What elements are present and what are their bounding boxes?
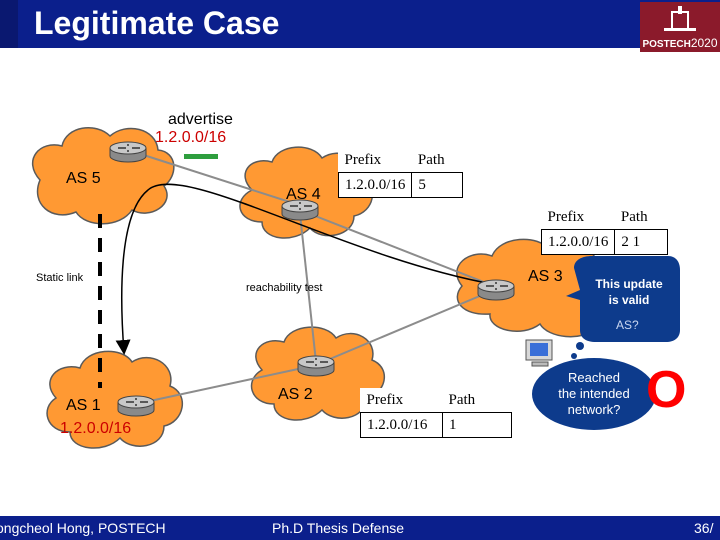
column-header-prefix: Prefix (547, 208, 585, 225)
as1-label: AS 1 (66, 397, 101, 414)
reached-line1: Reached (567, 370, 621, 385)
table-cell-path: 1 (442, 412, 512, 438)
update-valid-text: This update is valid (584, 276, 674, 308)
reached-line3: network? (567, 402, 621, 417)
footer-event: Ph.D Thesis Defense (272, 520, 405, 536)
title-bar (0, 0, 720, 48)
table-header-row: Prefix Path (361, 388, 512, 413)
thought-dot (576, 342, 584, 350)
advertise-label: advertise (168, 111, 233, 128)
host-computer-icon (525, 339, 553, 367)
link-as2-as1 (135, 365, 313, 405)
as2-routing-table: Prefix Path 1.2.0.0/16 1 (360, 388, 512, 438)
cloud-residual-text: AS? (616, 318, 639, 332)
column-header-prefix: Prefix (366, 391, 404, 408)
footer-bar: ongcheol Hong, POSTECH Ph.D Thesis Defen… (0, 516, 720, 540)
table-row: 1.2.0.0/16 5 (337, 172, 464, 198)
verdict-mark: O (646, 361, 687, 419)
as2-label: AS 2 (278, 386, 313, 403)
as1-prefix: 1.2.0.0/16 (60, 420, 132, 437)
table-cell-prefix: 1.2.0.0/16 (360, 412, 443, 438)
as2-router-icon (297, 355, 335, 377)
title-accent (0, 0, 18, 48)
update-valid-callout (566, 256, 680, 342)
table-cell-prefix: 1.2.0.0/16 (337, 172, 413, 198)
table-cell-path: 5 (411, 172, 464, 198)
link-as2-as3 (317, 289, 495, 365)
slide-title: Legitimate Case (34, 5, 280, 41)
reached-text: Reached the intended network? (544, 370, 644, 418)
as4-label: AS 4 (286, 186, 321, 203)
as5-router-icon (109, 141, 147, 163)
advertise-marker (184, 154, 218, 159)
footer-author: ongcheol Hong, POSTECH (0, 520, 166, 536)
logo-emblem-icon (664, 6, 696, 31)
column-header-prefix: Prefix (344, 151, 382, 168)
table-header-row: Prefix Path (339, 148, 463, 173)
as3-routing-table: Prefix Path 1.2.0.0/16 2 1 (540, 205, 669, 255)
table-cell-path: 2 1 (614, 229, 669, 255)
logo-year: 2020 (690, 36, 718, 50)
reachability-test-label: reachability test (246, 282, 323, 294)
column-header-path: Path (417, 151, 445, 168)
update-valid-line1: This update (595, 277, 663, 291)
link-as5-as4 (127, 149, 297, 205)
as5-cloud (32, 127, 175, 225)
logo-text: POSTECH (642, 39, 691, 50)
reached-line2: the intended (558, 386, 630, 401)
as3-router-icon (477, 279, 515, 301)
link-as4-as3 (299, 209, 495, 287)
link-as4-as2 (299, 213, 317, 363)
footer-page-number: 36/ (694, 520, 714, 536)
column-header-path: Path (620, 208, 648, 225)
static-link-label: Static link (36, 272, 84, 284)
reached-bubble (532, 358, 656, 430)
reachability-test-arrow (115, 183, 493, 355)
as1-cloud (46, 350, 184, 449)
as1-router-icon (117, 395, 155, 417)
table-header-row: Prefix Path (542, 205, 668, 230)
update-valid-line2: is valid (608, 293, 650, 307)
table-row: 1.2.0.0/16 1 (360, 412, 512, 438)
as3-label: AS 3 (528, 268, 563, 285)
as4-routing-table: Prefix Path 1.2.0.0/16 5 (337, 148, 464, 198)
table-cell-prefix: 1.2.0.0/16 (540, 229, 616, 255)
advertise-prefix: 1.2.0.0/16 (155, 129, 227, 146)
table-row: 1.2.0.0/16 2 1 (540, 229, 669, 255)
as5-label: AS 5 (66, 170, 101, 187)
column-header-path: Path (448, 391, 476, 408)
thought-dot (571, 353, 577, 359)
postech-logo: POSTECH2020 (640, 2, 720, 52)
as4-router-icon (281, 199, 319, 221)
